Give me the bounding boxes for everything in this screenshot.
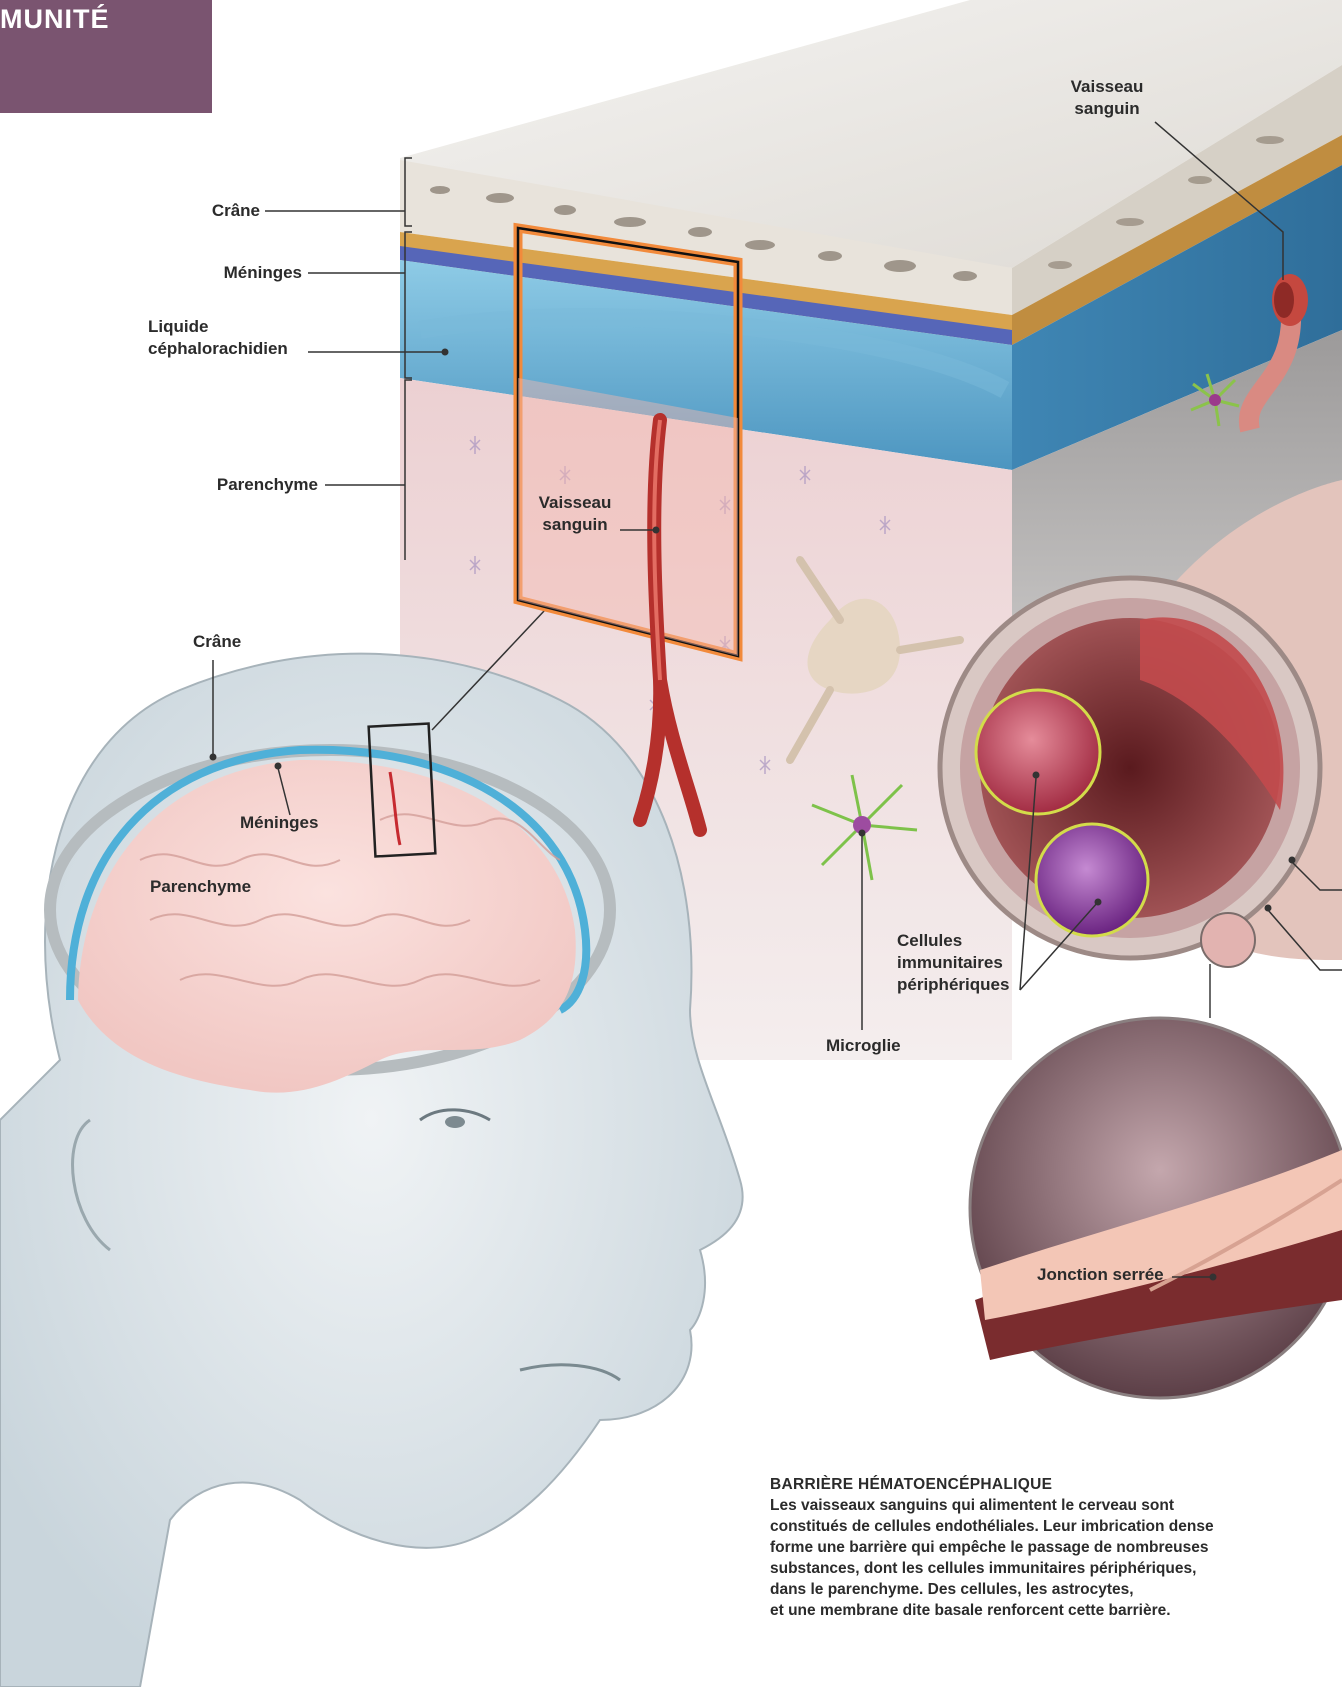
label-crane-top: Crâne: [180, 200, 260, 222]
label-jonction: Jonction serrée: [1037, 1264, 1164, 1286]
label-parenchyme-top: Parenchyme: [180, 474, 318, 496]
label-parenchyme-head: Parenchyme: [150, 876, 251, 898]
label-vaisseau-right: Vaisseau sanguin: [1062, 76, 1152, 120]
label-vaisseau-inset: Vaisseau sanguin: [534, 492, 616, 536]
label-meninges-head: Méninges: [240, 812, 318, 834]
zoom-circle: [970, 964, 1342, 1398]
label-crane-head: Crâne: [193, 631, 241, 653]
junction-marker: [1201, 913, 1255, 967]
caption: BARRIÈRE HÉMATOENCÉPHALIQUE Les vaisseau…: [770, 1474, 1290, 1621]
caption-body: Les vaisseaux sanguins qui alimentent le…: [770, 1495, 1290, 1621]
label-microglie: Microglie: [826, 1035, 901, 1057]
label-cellules: Cellules immunitaires périphériques: [897, 930, 1009, 996]
caption-title: BARRIÈRE HÉMATOENCÉPHALIQUE: [770, 1474, 1290, 1495]
head: [0, 654, 743, 1687]
immune-cell-2: [1036, 824, 1148, 936]
immune-cell-1: [976, 690, 1100, 814]
label-lcr: Liquide céphalorachidien: [148, 316, 288, 360]
label-meninges-top: Méninges: [180, 262, 302, 284]
